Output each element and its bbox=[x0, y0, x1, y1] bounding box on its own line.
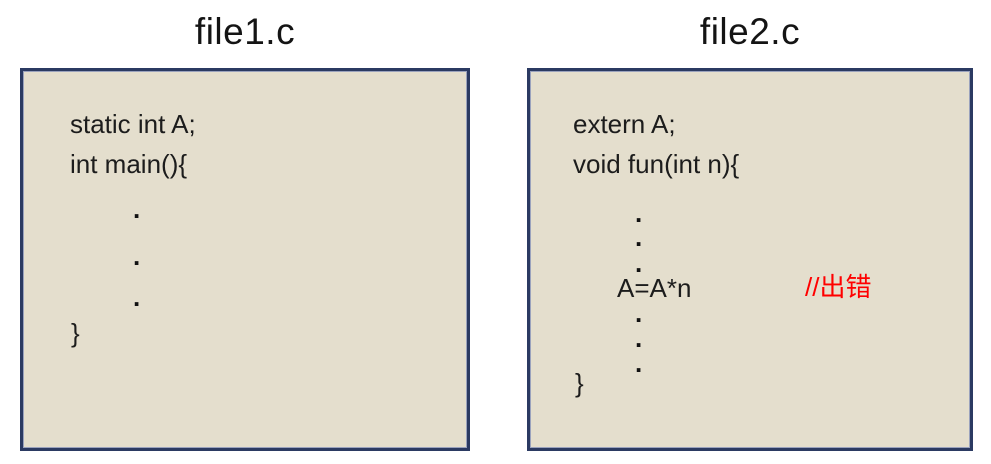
file2-assignment-line: A=A*n bbox=[617, 273, 692, 303]
file1-code-line-2: int main(){ bbox=[70, 149, 188, 179]
file1-code-line-1: static int A; bbox=[70, 109, 196, 139]
file1-title: file1.c bbox=[194, 11, 296, 52]
file2-code-line-1: extern A; bbox=[573, 109, 676, 139]
file2-error-comment: //出错 bbox=[805, 272, 872, 302]
file2-ellipsis-above-dot-2: . bbox=[635, 222, 643, 252]
file2-code-box: extern A; void fun(int n){ . . . A=A*n /… bbox=[527, 68, 973, 451]
file1-ellipsis-dot-3: . bbox=[133, 282, 141, 312]
file2-ellipsis-above-dot-1: . bbox=[635, 198, 643, 228]
file2-ellipsis-below-dot-2: . bbox=[635, 323, 643, 353]
file2-code-line-2: void fun(int n){ bbox=[573, 149, 740, 179]
file1-ellipsis-dot-1: . bbox=[133, 194, 141, 224]
file1-closing-brace: } bbox=[71, 318, 80, 348]
file2-ellipsis-below-dot-1: . bbox=[635, 298, 643, 328]
file1-ellipsis-dot-2: . bbox=[133, 241, 141, 271]
file1-code-box: static int A; int main(){ . . . } bbox=[20, 68, 470, 451]
file2-title: file2.c bbox=[699, 11, 801, 52]
file2-ellipsis-above-dot-3: . bbox=[635, 248, 643, 278]
file2-ellipsis-below-dot-3: . bbox=[635, 348, 643, 378]
file2-closing-brace: } bbox=[575, 368, 584, 398]
